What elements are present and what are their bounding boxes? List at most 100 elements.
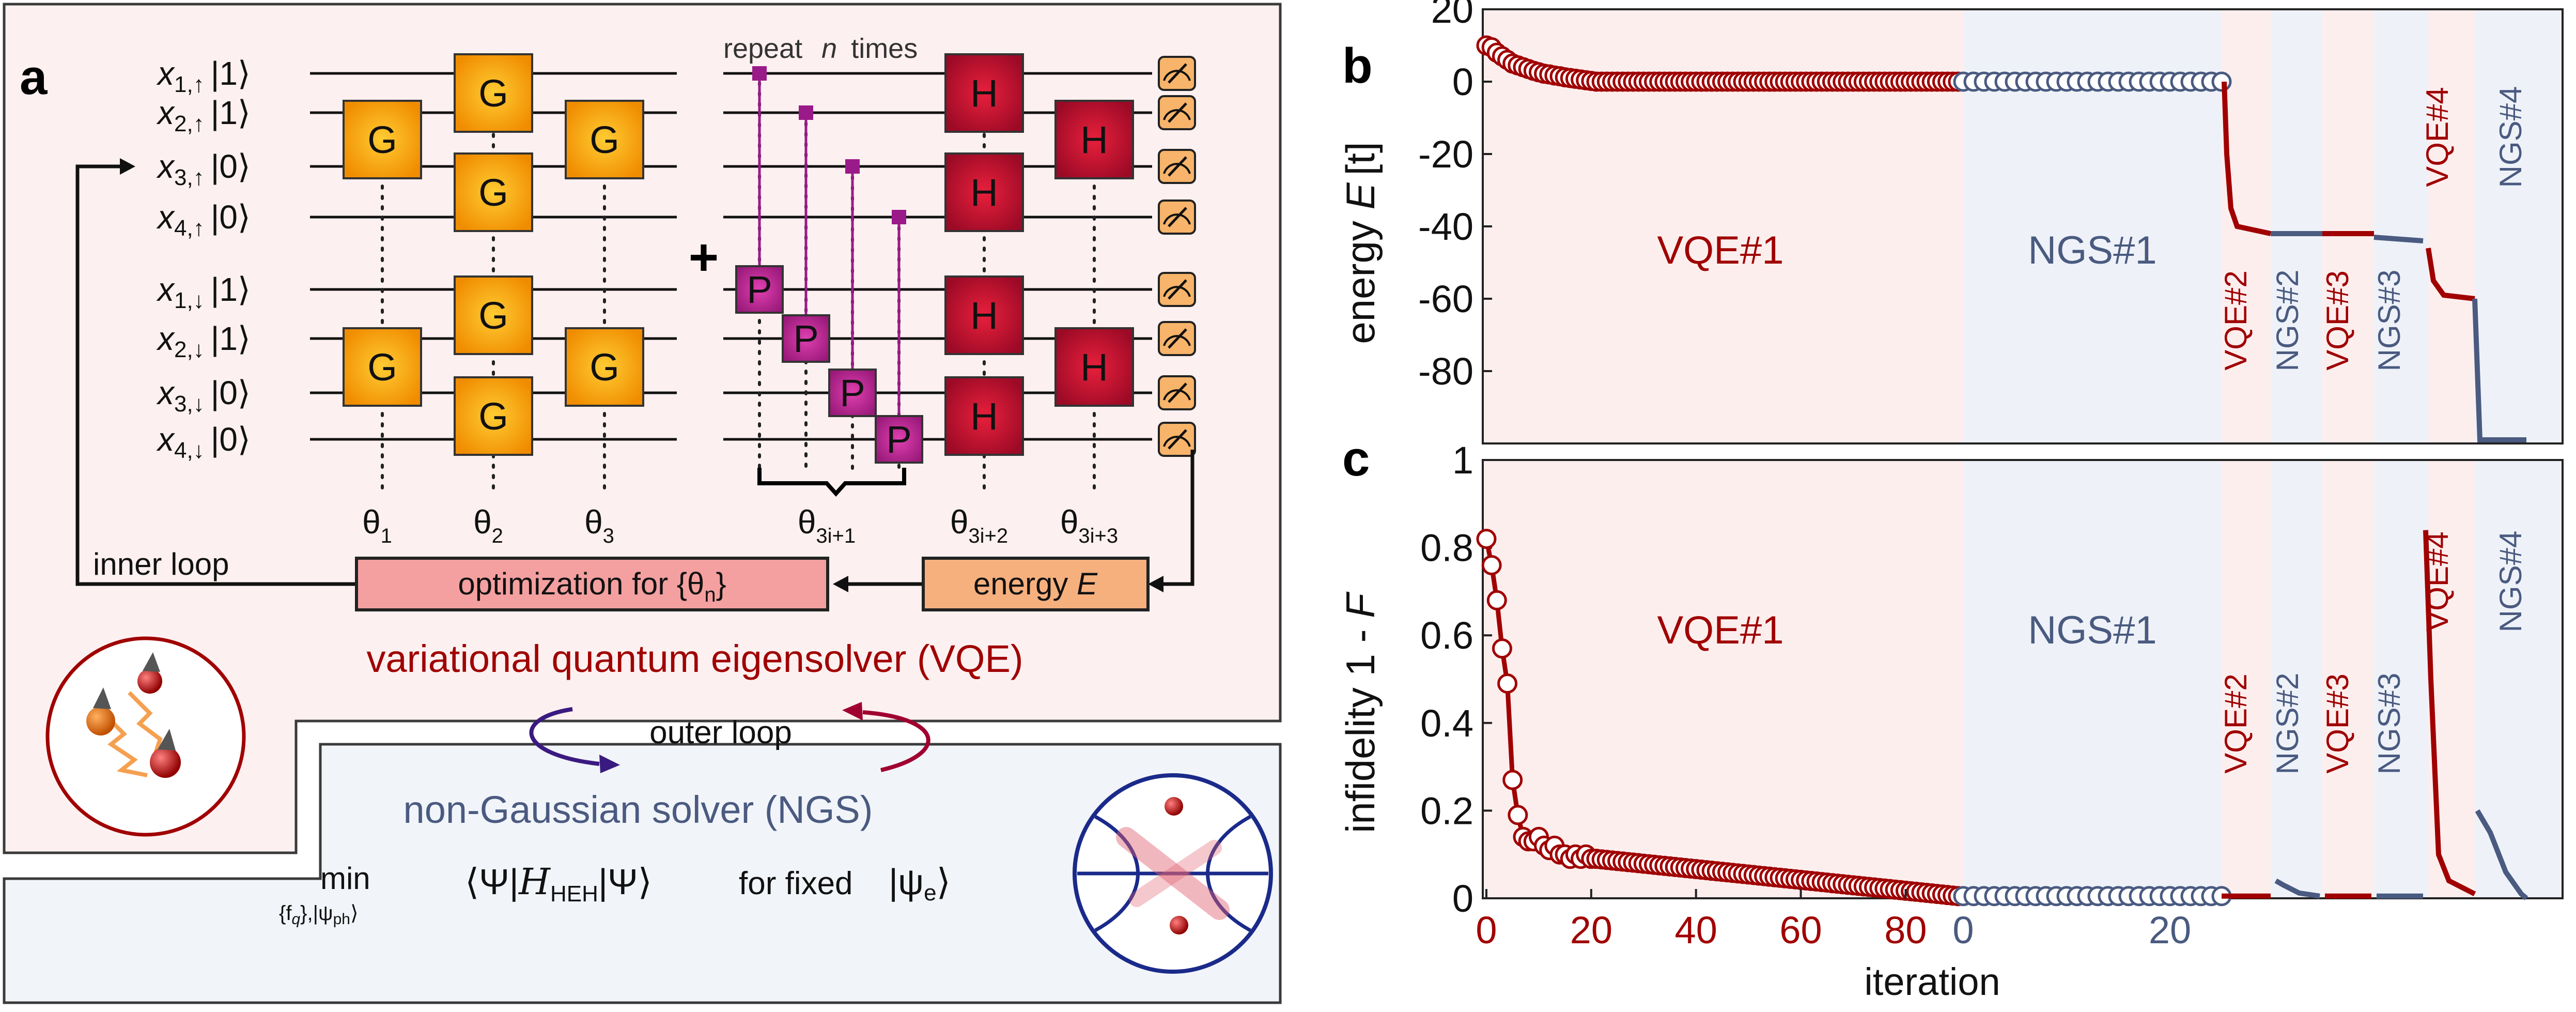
region-label: NGS#2	[2270, 673, 2305, 775]
g-gate: G	[343, 100, 422, 179]
y-tick-label: 0.2	[1420, 789, 1473, 832]
region-label: NGS#3	[2372, 673, 2407, 775]
svg-text:P: P	[886, 418, 911, 461]
h-gate: H	[944, 152, 1024, 232]
h-gate: H	[944, 53, 1024, 133]
h-gate: H	[944, 275, 1024, 355]
svg-text:G: G	[589, 118, 619, 161]
g-gate: G	[454, 376, 533, 456]
region-label: NGS#3	[2372, 270, 2407, 372]
formula-min-subscript: {fq},|ψph⟩	[279, 902, 359, 928]
ngs4-line	[2472, 298, 2526, 442]
region-background	[2428, 9, 2475, 443]
region-background	[2322, 9, 2374, 443]
vqe-title: variational quantum eigensolver (VQE)	[367, 637, 1023, 680]
region-label: VQE#1	[1657, 608, 1783, 652]
qubit-label: x1,↑|1⟩	[156, 55, 251, 97]
formula-min: min	[320, 861, 370, 896]
region-background	[2475, 9, 2563, 443]
vqe1-point	[1486, 590, 1507, 610]
region-background	[2271, 460, 2322, 898]
outer-loop-arrowhead-down	[599, 755, 620, 773]
meter-icon	[1158, 149, 1196, 184]
h-gate: H	[1054, 327, 1134, 407]
svg-text:P: P	[840, 372, 865, 415]
ngs-region	[3, 743, 1282, 1004]
theta-label: θ3i+3	[1060, 503, 1118, 547]
region-label: NGS#4	[2493, 86, 2528, 188]
svg-text:G: G	[367, 346, 397, 389]
plus-sign: +	[689, 228, 719, 286]
svg-text:H: H	[1080, 118, 1108, 161]
region-background	[2374, 9, 2428, 443]
meter-icon	[1158, 375, 1196, 410]
meter-icon	[1158, 272, 1196, 307]
region-label: VQE#4	[2420, 87, 2455, 187]
p-gate: P	[875, 415, 923, 464]
region-background	[1483, 460, 1963, 898]
p-gate: P	[782, 314, 830, 363]
region-label: VQE#2	[2218, 673, 2253, 773]
y-tick-label: 0	[1452, 60, 1473, 103]
ngs1-point	[2211, 71, 2232, 92]
vqe1-point	[1492, 638, 1512, 659]
y-tick-label: -40	[1418, 205, 1473, 248]
vqe1-point	[1497, 673, 1518, 694]
ngs2-line	[2274, 878, 2320, 899]
region-background	[2475, 460, 2563, 898]
x-tick-label: 60	[1779, 909, 1822, 952]
control-dot	[799, 105, 813, 120]
svg-text:G: G	[367, 118, 397, 161]
svg-text:G: G	[478, 395, 508, 438]
svg-text:G: G	[478, 72, 508, 115]
meter-icon	[1158, 422, 1196, 457]
formula-fixed-state: |ψe⟩	[889, 862, 951, 906]
g-gate: G	[454, 275, 533, 355]
y-tick-label: 0.6	[1420, 614, 1473, 657]
vqe4-line	[2423, 530, 2476, 896]
svg-text:P: P	[747, 268, 772, 311]
region-label: VQE#3	[2320, 673, 2355, 773]
x-axis-label: iteration	[1864, 960, 2000, 1003]
x-tick-label: 80	[1884, 909, 1927, 952]
qubit-label: x2,↓|1⟩	[156, 320, 251, 362]
g-gate: G	[343, 327, 422, 407]
vqe1-point	[1502, 770, 1523, 790]
region-label: NGS#4	[2493, 531, 2528, 633]
spin-particles-icon	[45, 636, 246, 837]
g-gate: G	[565, 327, 644, 407]
region-background	[2374, 460, 2428, 898]
x-tick-label: 0	[1952, 909, 1974, 952]
region-label: NGS#2	[2270, 270, 2305, 372]
meter-icon	[1158, 56, 1196, 91]
theta-label: θ3i+2	[950, 503, 1008, 547]
panel-label-b: b	[1342, 38, 1373, 94]
theta-label: θ2	[473, 503, 503, 547]
region-label: NGS#1	[2028, 228, 2156, 272]
inner-loop-arrows	[75, 164, 1194, 586]
sphere-phonon-icon	[1073, 773, 1273, 974]
y-tick-label: -80	[1418, 350, 1473, 393]
svg-text:G: G	[589, 346, 619, 389]
qubit-labels: x1,↑|1⟩x2,↑|1⟩x3,↑|0⟩x4,↑|0⟩x1,↓|1⟩x2,↓|…	[156, 55, 251, 463]
qubit-label: x1,↓|1⟩	[156, 271, 251, 313]
theta-label: θ1	[362, 503, 392, 547]
repeat-label: repeat n times	[723, 33, 918, 64]
g-gate: G	[454, 53, 533, 133]
control-dot	[892, 210, 906, 224]
vqe4-line	[2426, 248, 2475, 301]
control-dot	[845, 159, 860, 174]
y-tick-label: 0	[1452, 877, 1473, 920]
svg-text:G: G	[478, 294, 508, 337]
panel-label-a: a	[20, 50, 48, 105]
y-tick-label: 0.8	[1420, 527, 1473, 570]
ngs3-line	[2373, 235, 2424, 243]
panel-b-ylabel: energy E[t]	[1338, 142, 1383, 344]
region-label: VQE#2	[2218, 270, 2253, 370]
panel-label-c: c	[1342, 431, 1370, 486]
